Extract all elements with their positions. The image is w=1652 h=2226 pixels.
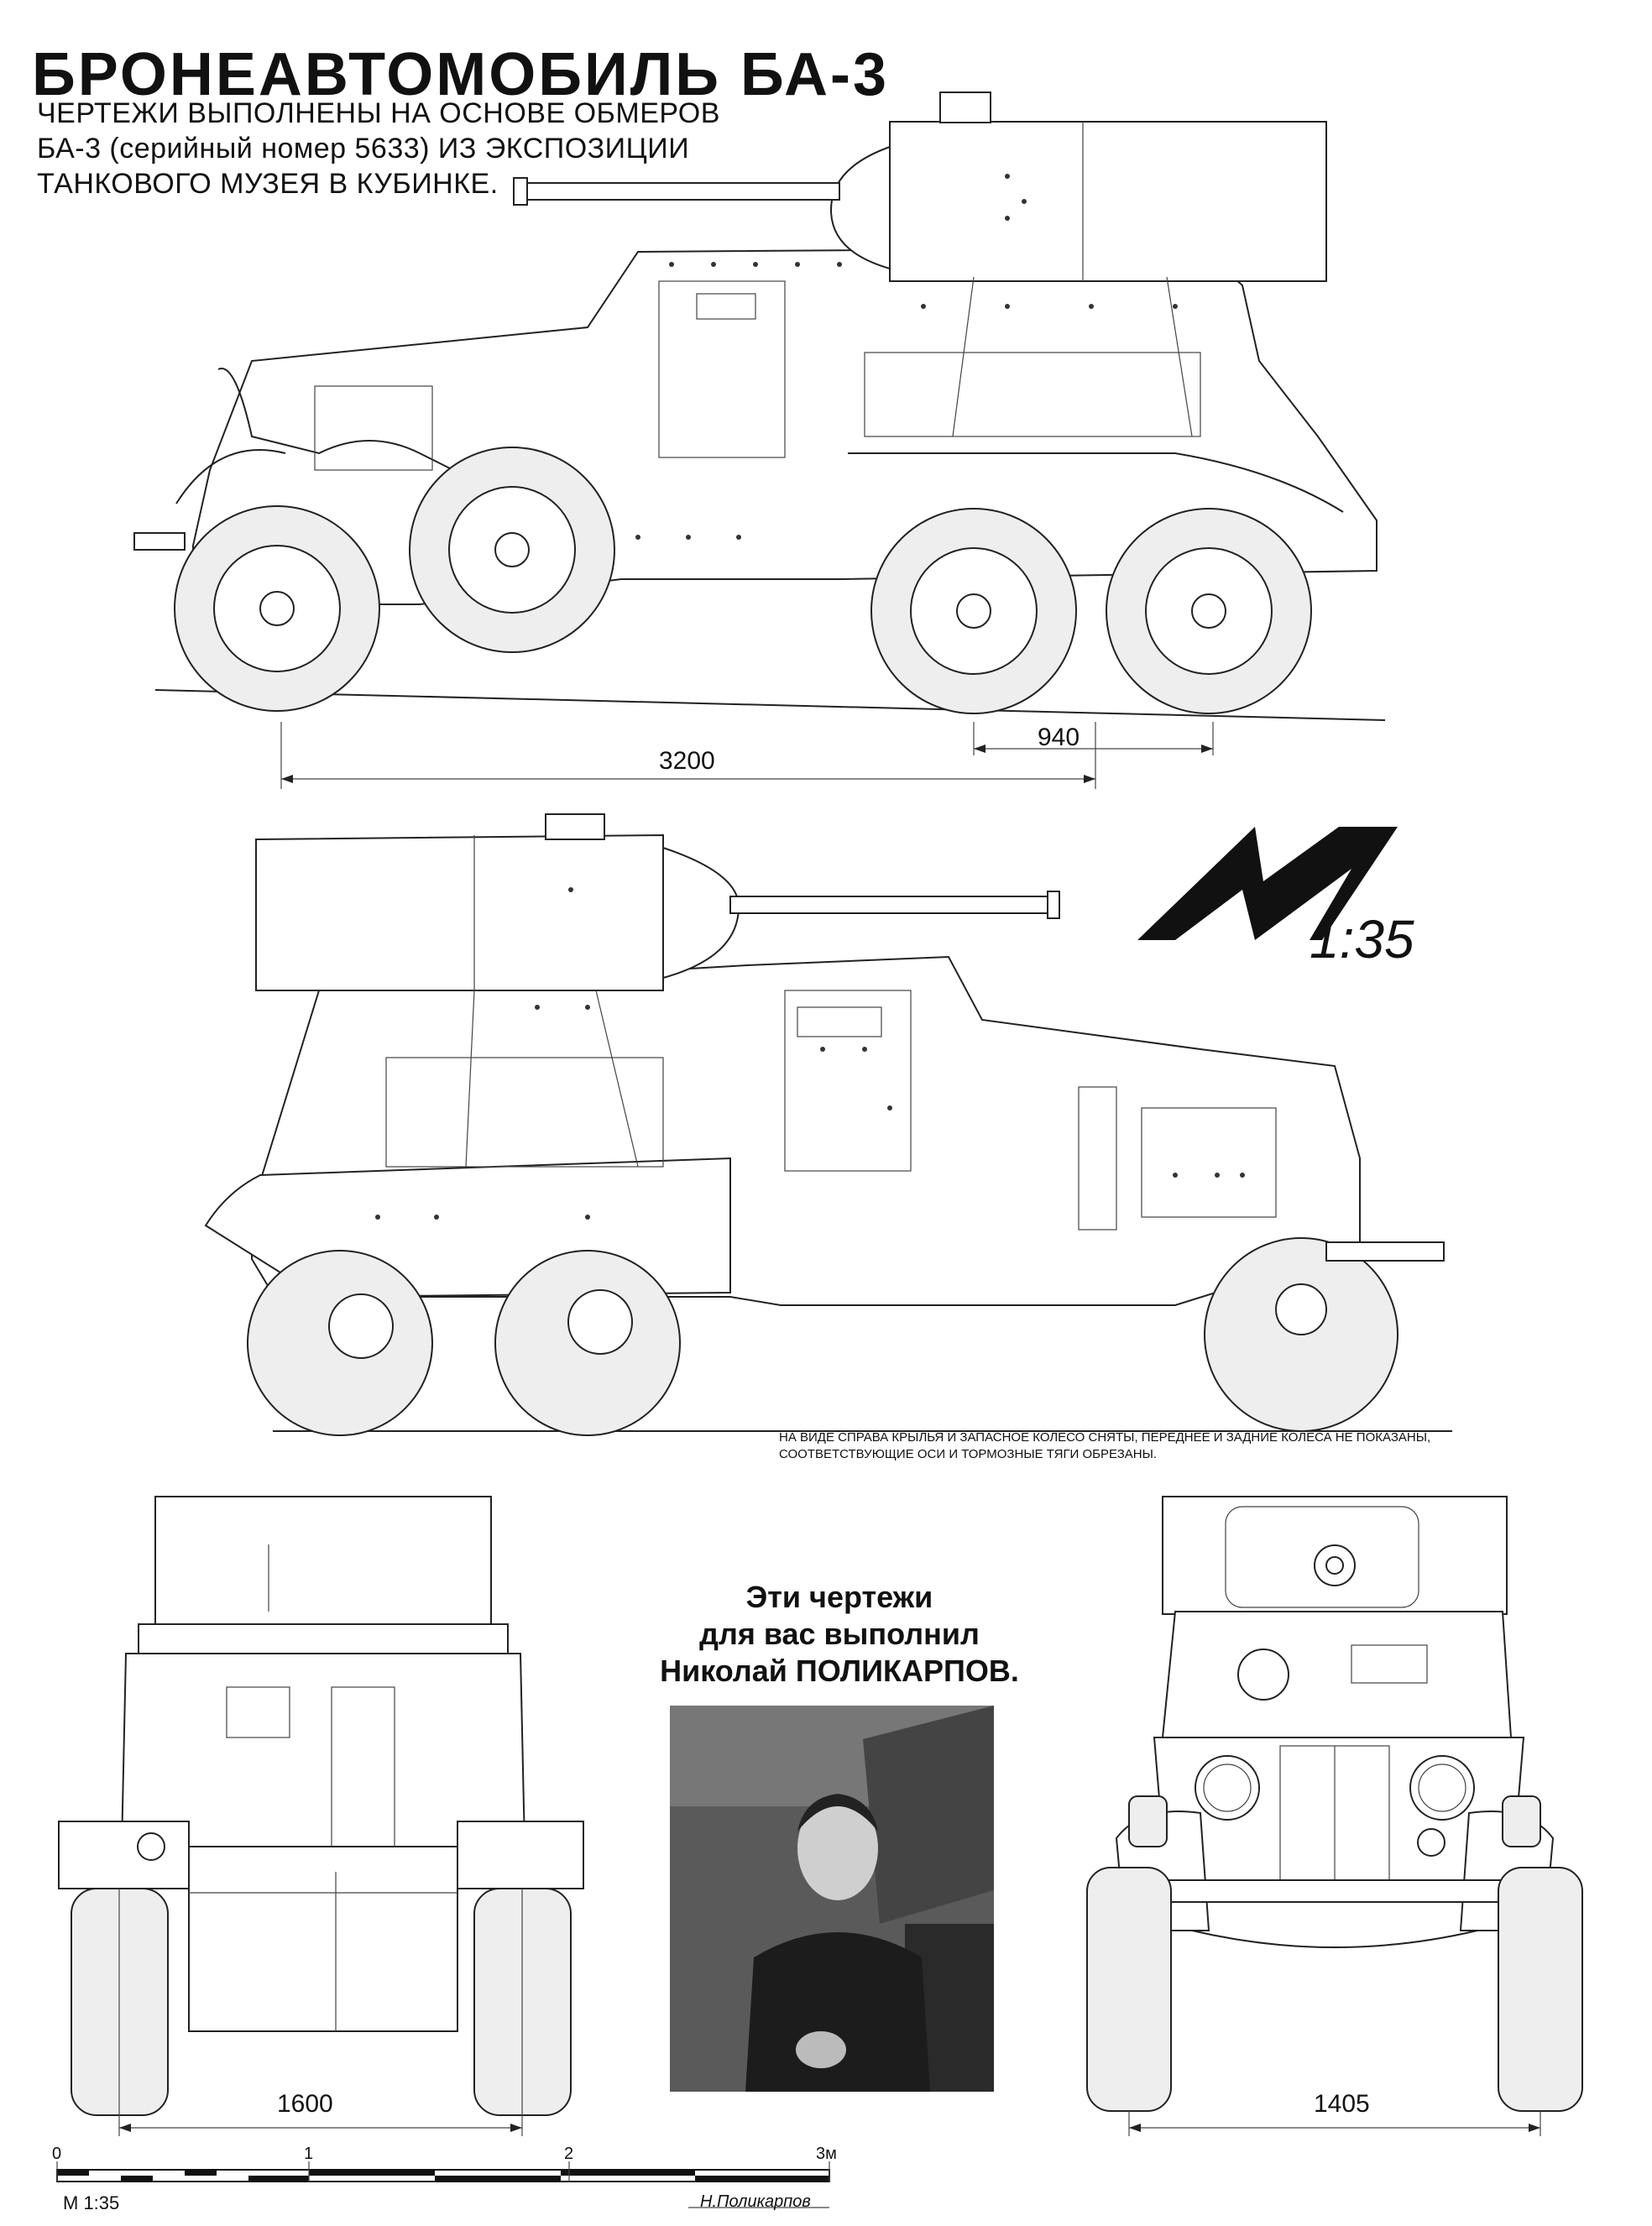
dimension-front-track: 1405 — [1314, 2090, 1370, 2118]
subtitle-line-3: ТАНКОВОГО МУЗЕЯ В КУБИНКЕ. — [37, 168, 499, 200]
credit-line-2: для вас выполнил — [699, 1617, 980, 1651]
scale-tick-3: 3м — [816, 2145, 837, 2163]
author-photo — [670, 1706, 994, 2092]
note-line-1: НА ВИДЕ СПРАВА КРЫЛЬЯ И ЗАПАСНОЕ КОЛЕСО … — [779, 1430, 1431, 1445]
m-logo — [1137, 827, 1398, 940]
scale-bar — [56, 2161, 830, 2208]
rivets-side — [635, 174, 1178, 540]
drawing-title: БРОНЕАВТОМОБИЛЬ БА-3 — [32, 41, 890, 108]
credit-line-3: Николай ПОЛИКАРПОВ. — [660, 1654, 1019, 1688]
rear-view — [58, 1496, 584, 2136]
scale-tick-1: 1 — [304, 2145, 314, 2163]
ground-line-top — [154, 689, 1386, 721]
subtitle-line-1: ЧЕРТЕЖИ ВЫПОЛНЕНЫ НА ОСНОВЕ ОБМЕРОВ — [37, 97, 720, 129]
dimension-rear-axle-spacing: 940 — [1038, 724, 1080, 751]
credit-line-1: Эти чертежи — [745, 1580, 933, 1614]
note-line-2: СООТВЕТСТВУЮЩИЕ ОСИ И ТОРМОЗНЫЕ ТЯГИ ОБР… — [779, 1447, 1158, 1461]
dimension-rear-track: 1600 — [277, 2090, 333, 2118]
right-side-view — [204, 813, 1452, 1436]
logo-scale-text: 1:35 — [1310, 909, 1414, 969]
author-signature: Н.Поликарпов — [700, 2192, 811, 2211]
left-side-view — [133, 91, 1386, 789]
scale-label: М 1:35 — [63, 2192, 120, 2213]
dimension-wheelbase: 3200 — [659, 747, 715, 775]
subtitle-line-2: БА-3 (серийный номер 5633) ИЗ ЭКСПОЗИЦИИ — [37, 133, 690, 165]
scale-tick-2: 2 — [564, 2145, 574, 2163]
front-view — [1086, 1496, 1583, 2136]
scale-tick-0: 0 — [52, 2145, 62, 2163]
